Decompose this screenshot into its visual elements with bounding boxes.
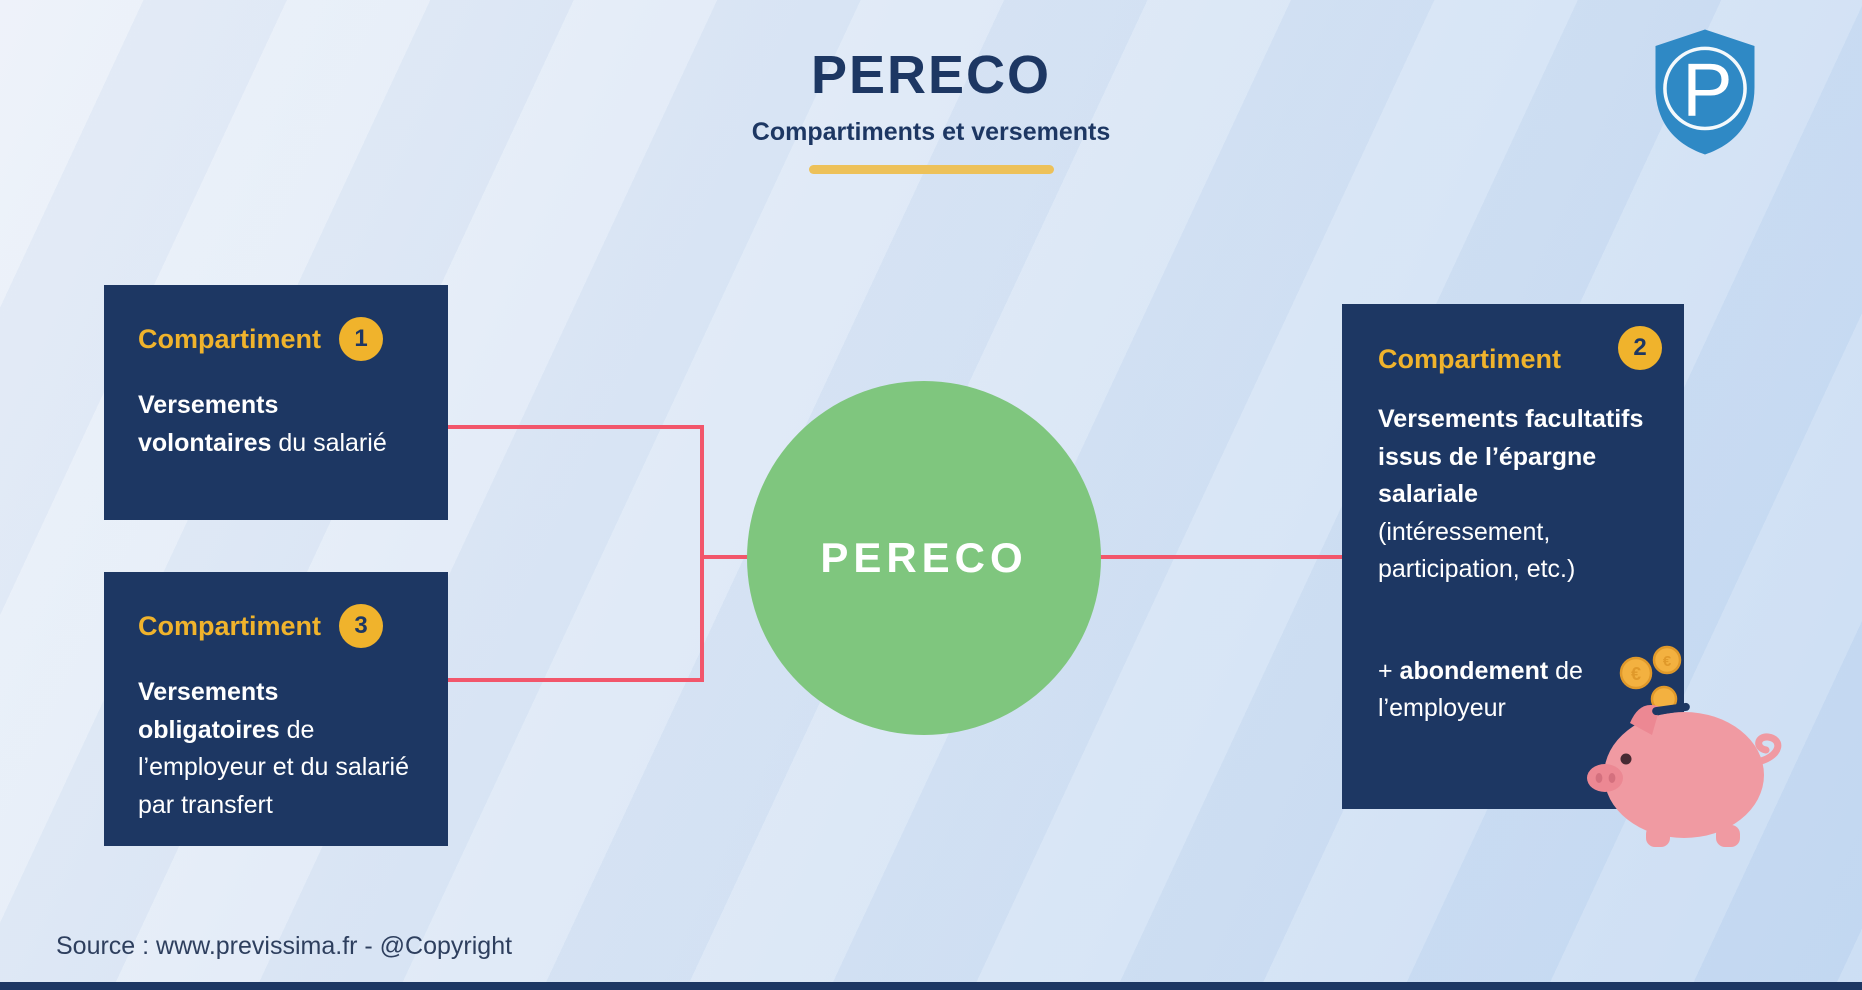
source-text: Source : www.previssima.fr - @Copyright xyxy=(56,932,513,960)
compartment-3-text: Versements obligatoires de l’employeur e… xyxy=(138,674,414,824)
coin-icon: € € xyxy=(1619,645,1682,713)
compartment-1-text-bold: Versements volontaires xyxy=(138,391,279,457)
compartment-3-text-bold: Versements obligatoires xyxy=(138,678,280,744)
connector-line-vertical xyxy=(700,425,704,682)
compartment-3-label: Compartiment xyxy=(138,610,322,641)
piggy-bank-icon: € € xyxy=(1587,645,1782,847)
compartment-2-text-rest: (intéressement, participation, etc.) xyxy=(1378,517,1576,584)
compartment-1-badge: 1 xyxy=(339,317,384,361)
pig-body xyxy=(1587,702,1782,847)
compartment-2-extra-prefix: + xyxy=(1378,656,1400,685)
page-title: PERECO xyxy=(810,45,1052,105)
page-subtitle: Compartiments et versements xyxy=(751,118,1111,146)
compartment-2-box: 2 Compartiment Versements facultatifs is… xyxy=(1342,304,1684,809)
connector-line-compartment1 xyxy=(448,425,702,429)
compartment-2-extra-text: + abondement de l’employeur xyxy=(1378,653,1648,728)
bottom-border-bar xyxy=(0,982,1862,990)
compartment-3-box: Compartiment 3 Versements obligatoires d… xyxy=(104,572,448,846)
compartment-2-badge: 2 xyxy=(1618,326,1662,370)
svg-text:€: € xyxy=(1631,664,1641,684)
compartment-2-extra-bold: abondement xyxy=(1399,656,1549,685)
compartment-2-label: Compartiment xyxy=(1378,344,1562,374)
title-accent-bar xyxy=(808,165,1054,174)
pereco-circle: PERECO xyxy=(747,381,1101,735)
previssima-logo: P xyxy=(1645,26,1765,158)
compartment-2-extra-rest: de l’employeur xyxy=(1378,656,1583,723)
header: PERECO Compartiments et versements xyxy=(0,44,1862,174)
compartment-1-heading: Compartiment 1 xyxy=(138,317,414,361)
compartment-3-heading: Compartiment 3 xyxy=(138,604,414,648)
compartment-2-heading: Compartiment xyxy=(1378,344,1648,375)
compartment-2-text: Versements facultatifs issus de l’épargn… xyxy=(1378,401,1648,589)
connector-line-compartment3 xyxy=(448,678,702,682)
compartment-1-box: Compartiment 1 Versements volontaires du… xyxy=(104,285,448,520)
compartment-3-badge: 3 xyxy=(339,604,384,648)
compartment-1-label: Compartiment xyxy=(138,323,322,354)
connector-line-compartment2 xyxy=(930,555,1344,559)
logo-letter: P xyxy=(1682,48,1732,132)
compartment-2-text-bold: Versements facultatifs issus de l’épargn… xyxy=(1378,405,1644,508)
compartment-1-text: Versements volontaires du salarié xyxy=(138,387,414,462)
compartment-1-text-rest: du salarié xyxy=(271,428,387,457)
piggy-bank-illustration: € € xyxy=(1572,645,1784,850)
shield-icon: P xyxy=(1655,29,1755,155)
pereco-circle-label: PERECO xyxy=(820,534,1028,581)
compartment-3-text-rest: de l’employeur et du salarié par transfe… xyxy=(138,715,409,819)
svg-text:€: € xyxy=(1663,653,1672,670)
